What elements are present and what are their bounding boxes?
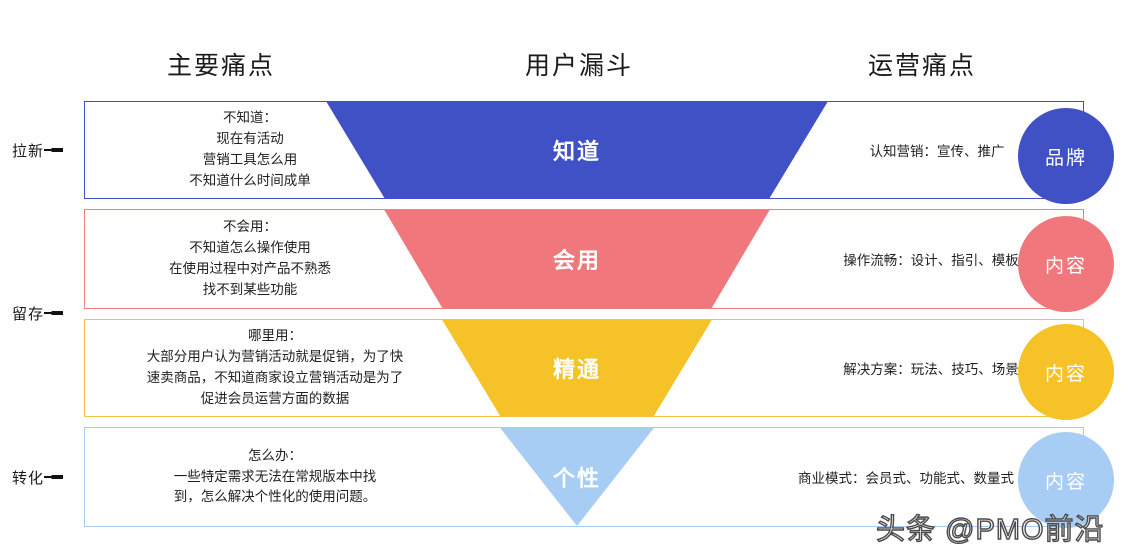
pain-point-text-mastery: 哪里用： 大部分用户认为营销活动就是促销，为了快 速卖商品，不知道商家设立营销活… (85, 320, 465, 416)
watermark: 头条 @PMO前沿 (875, 513, 1105, 546)
pain-line: 大部分用户认为营销活动就是促销，为了快 (146, 349, 404, 365)
funnel-row-personalization[interactable]: 怎么办： 一些特定需求无法在常规版本中找 到，怎么解决个性化的使用问题。 个性 … (84, 427, 1084, 527)
funnel-shape-usage (384, 210, 770, 308)
funnel-stage-label-personalization: 个性 (552, 466, 601, 491)
funnel-row-mastery[interactable]: 哪里用： 大部分用户认为营销活动就是促销，为了快 速卖商品，不知道商家设立营销活… (84, 319, 1084, 417)
outcome-circle-content-mastery[interactable]: 内容 (1018, 324, 1114, 420)
pain-line: 不知道怎么操作使用 (189, 240, 311, 256)
pain-line: 速卖商品，不知道商家设立营销活动是为了 (146, 370, 404, 385)
pain-line: 找不到某些功能 (202, 281, 298, 297)
funnel-shape-personalization (500, 428, 654, 526)
funnel-row-awareness[interactable]: 不知道： 现在有活动 营销工具怎么用 不知道什么时间成单 知道 认知营销：宣传、… (84, 101, 1084, 199)
funnel-band-awareness (85, 102, 1083, 198)
group-bracket-retention: 留存 (12, 209, 64, 417)
ops-pain-text-usage: 操作流畅：设计、指引、模板 (843, 253, 1019, 268)
pain-line: 一些特定需求无法在常规版本中找 (173, 468, 377, 484)
funnel-stage-label-usage: 会用 (552, 248, 601, 273)
pain-point-text-awareness: 不知道： 现在有活动 营销工具怎么用 不知道什么时间成单 (85, 102, 415, 198)
pain-line: 营销工具怎么用 (202, 152, 298, 167)
pain-line: 现在有活动 (216, 131, 284, 147)
funnel-band-mastery (85, 320, 1083, 416)
funnel-stage-label-mastery: 精通 (552, 357, 601, 382)
pain-line: 不会用： (223, 219, 277, 235)
ops-pain-text-mastery: 解决方案：玩法、技巧、场景 (843, 362, 1019, 377)
column-header-ops-pain-points: 运营痛点 (868, 52, 977, 80)
pain-point-text-usage: 不会用： 不知道怎么操作使用 在使用过程中对产品不熟悉 找不到某些功能 (85, 210, 415, 308)
outcome-circle-content-usage[interactable]: 内容 (1018, 216, 1114, 312)
ops-pain-text-personalization: 商业模式：会员式、功能式、数量式 (798, 471, 1014, 486)
funnel-row-usage[interactable]: 不会用： 不知道怎么操作使用 在使用过程中对产品不熟悉 找不到某些功能 会用 操… (84, 209, 1084, 309)
funnel-band-personalization (85, 428, 1083, 526)
brace-icon (51, 475, 64, 479)
group-bracket-conversion: 转化 (12, 427, 64, 527)
funnel-shape-mastery (442, 320, 712, 416)
column-header-user-funnel: 用户漏斗 (525, 52, 634, 80)
pain-line: 不知道什么时间成单 (189, 172, 311, 188)
outcome-circle-brand[interactable]: 品牌 (1018, 108, 1114, 204)
pain-line: 怎么办： (248, 447, 302, 463)
funnel-band-usage (85, 210, 1083, 308)
funnel-stage-label-awareness: 知道 (552, 139, 601, 164)
group-bracket-acquisition: 拉新 (12, 101, 64, 199)
column-header-pain-points: 主要痛点 (167, 52, 276, 80)
group-label-retention: 留存 (12, 305, 45, 323)
group-label-conversion: 转化 (12, 469, 45, 487)
brace-icon (51, 148, 64, 152)
pain-line: 哪里用： (248, 328, 302, 344)
pain-line: 到，怎么解决个性化的使用问题。 (173, 489, 377, 505)
ops-pain-text-awareness: 认知营销：宣传、推广 (869, 144, 1005, 159)
brace-icon (51, 311, 64, 315)
pain-point-text-personalization: 怎么办： 一些特定需求无法在常规版本中找 到，怎么解决个性化的使用问题。 (85, 428, 465, 526)
funnel-shape-awareness (326, 102, 828, 198)
pain-line: 促进会员运营方面的数据 (200, 390, 350, 406)
pain-line: 在使用过程中对产品不熟悉 (169, 261, 331, 276)
pain-line: 不知道： (223, 110, 277, 126)
group-label-acquisition: 拉新 (12, 142, 45, 160)
outcome-circle-content-personalization[interactable]: 内容 (1018, 432, 1114, 528)
